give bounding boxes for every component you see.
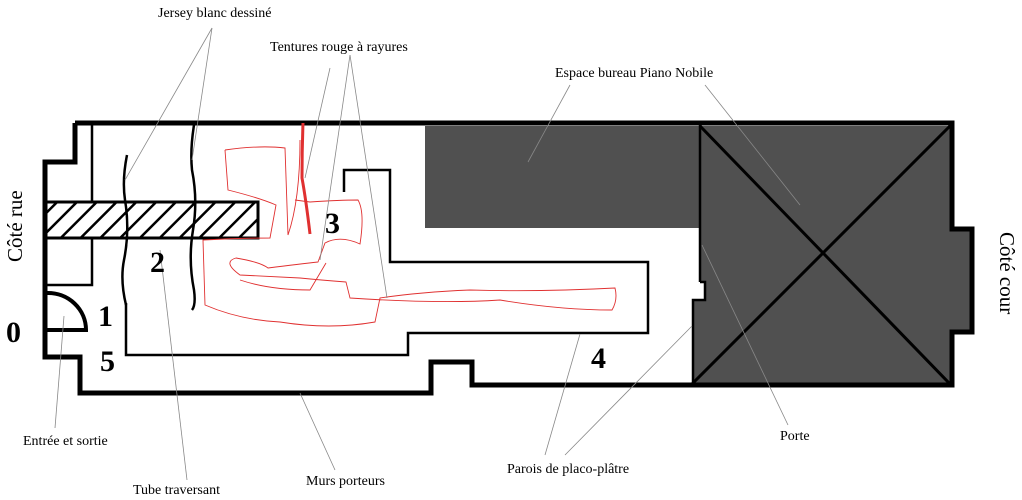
jersey-line <box>121 154 129 306</box>
leader-line <box>299 392 336 471</box>
zone-number-0: 0 <box>6 316 21 349</box>
leader-line <box>704 84 801 206</box>
zone-number-4: 4 <box>591 342 606 375</box>
label-partitions: Parois de placo-plâtre <box>507 462 629 477</box>
door-step <box>691 280 707 385</box>
label-door: Porte <box>780 429 810 444</box>
curtain-thick <box>300 122 312 235</box>
leader-line <box>544 333 581 456</box>
label-office: Espace bureau Piano Nobile <box>555 66 713 81</box>
zone-number-2: 2 <box>150 246 165 279</box>
street-side-label: Côté rue <box>3 190 27 262</box>
office-area-courtyard <box>692 126 972 384</box>
cross-line <box>690 124 952 386</box>
leader-line <box>191 27 213 161</box>
zone-number-3: 3 <box>325 207 340 240</box>
label-entrance: Entrée et sortie <box>23 434 108 449</box>
office-area <box>425 126 702 228</box>
leader-line <box>701 244 789 426</box>
leader-line <box>527 84 571 163</box>
leader-line <box>159 249 188 481</box>
leader-line <box>54 315 65 429</box>
zone-number-1: 1 <box>98 300 113 333</box>
courtyard-side-label: Côté cour <box>995 232 1019 314</box>
label-curtains: Tentures rouge à rayures <box>270 40 408 55</box>
label-walls: Murs porteurs <box>306 474 385 489</box>
crossing-tube <box>44 200 260 240</box>
leader-line <box>319 54 351 261</box>
curtain-stripes <box>202 139 617 327</box>
leader-line <box>349 54 388 299</box>
zone-number-5: 5 <box>100 345 115 378</box>
load-bearing-wall <box>42 120 975 396</box>
label-tube: Tube traversant <box>133 483 220 498</box>
leader-line <box>564 325 693 456</box>
leader-line <box>304 67 331 179</box>
partition-wall <box>46 124 94 287</box>
partition-wall <box>124 168 650 357</box>
entrance-door <box>46 290 89 332</box>
cross-line <box>698 124 952 386</box>
label-jersey: Jersey blanc dessiné <box>158 6 272 21</box>
jersey-line <box>189 124 197 311</box>
leader-line <box>124 27 213 181</box>
